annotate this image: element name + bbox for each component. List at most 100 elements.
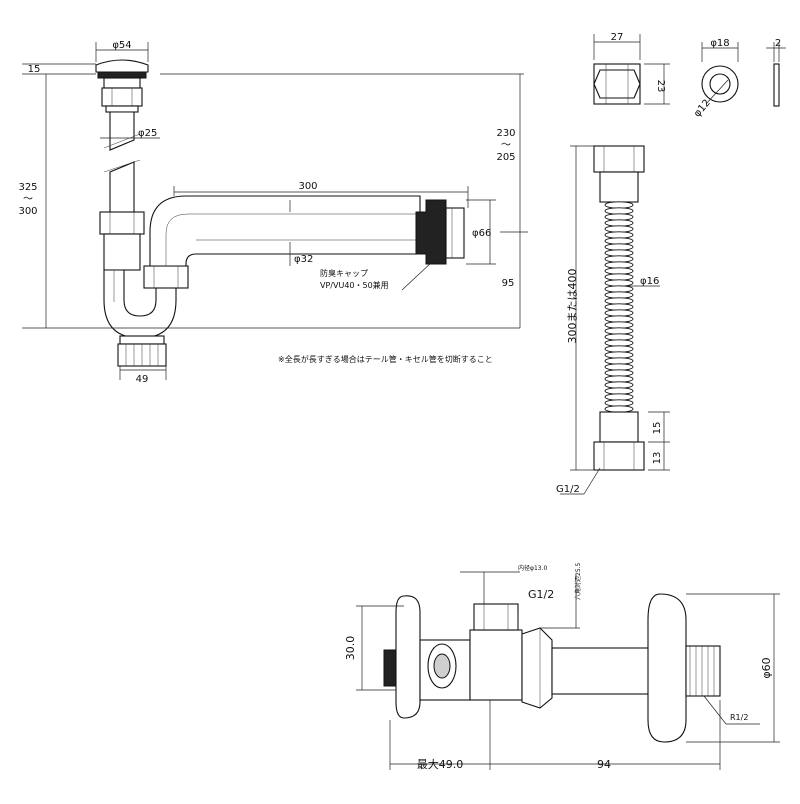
- hose-rib: [604, 267, 634, 275]
- hose-rib: [604, 255, 634, 263]
- hose-rib: [604, 375, 634, 383]
- valve-length: 94: [597, 758, 611, 771]
- dim-outlet-height: 95: [502, 278, 515, 289]
- elbow-pipe: [149, 195, 421, 267]
- hose-thread: G1/2: [556, 484, 580, 495]
- flange-gasket: [97, 71, 147, 79]
- cap-label-line2: VP/VU40・50兼用: [320, 280, 389, 290]
- valve-hex-size: 六角対辺25.5: [574, 562, 582, 600]
- p-trap-assembly: [95, 59, 465, 367]
- dim-height-bottom: 300: [18, 206, 37, 217]
- valve-knob: [383, 649, 397, 687]
- hose-rib: [604, 393, 634, 401]
- hose-dia: φ16: [640, 276, 659, 287]
- hose-rib: [604, 381, 634, 389]
- tail-pipe-upper: [109, 111, 135, 151]
- dim-flange-dia: φ54: [112, 40, 131, 51]
- valve-body-center: [469, 629, 523, 701]
- dim-bottom-width: 49: [136, 374, 149, 385]
- hose-rib: [604, 291, 634, 299]
- hose-rib: [604, 363, 634, 371]
- cutting-note: ※全長が長すぎる場合はテール管・キセル管を切断すること: [278, 354, 493, 364]
- hose-rib: [604, 399, 634, 407]
- hose-rib: [604, 303, 634, 311]
- washer-side: [773, 63, 780, 107]
- hose-rib: [604, 345, 634, 353]
- valve-left-plate: [395, 595, 421, 719]
- flange-cap: [95, 59, 149, 73]
- hose-rib: [604, 249, 634, 257]
- washer-inner: [709, 73, 731, 95]
- washer-inner-dia: φ12: [692, 98, 713, 120]
- trap-body: [103, 233, 141, 271]
- valve-height: 30.0: [344, 636, 357, 661]
- flange-nut: [101, 87, 143, 107]
- hose-rib: [604, 261, 634, 269]
- hose-rib: [604, 333, 634, 341]
- nut-width: 27: [611, 32, 624, 43]
- valve-max-length: 最大49.0: [417, 757, 464, 771]
- cleanout-ring: [119, 335, 165, 345]
- hose-rib: [604, 219, 634, 227]
- dim-flange-height: 15: [28, 64, 41, 75]
- valve-inner-dia: 内径φ13.0: [518, 564, 548, 572]
- hose-rib: [604, 285, 634, 293]
- dim-height-top: 325: [18, 182, 37, 193]
- dim-wall-dia: φ66: [472, 228, 491, 239]
- washer-thickness: 2: [775, 38, 781, 49]
- dim-pipe-dia: φ32: [294, 254, 313, 265]
- wall-valve: [383, 593, 721, 743]
- dim-horizontal-length: 300: [298, 181, 317, 192]
- tail-pipe-lower: [109, 161, 135, 213]
- hose-nut-top: [593, 145, 645, 173]
- valve-thread-end: [685, 645, 721, 697]
- elbow-nut: [143, 265, 189, 289]
- hose-rib: [604, 225, 634, 233]
- hex-nut: 27 23: [593, 32, 670, 105]
- hose-length: 300または400: [566, 269, 579, 344]
- hose-rib: [604, 273, 634, 281]
- valve-plate-dia: φ60: [760, 657, 773, 678]
- hose-rib: [604, 231, 634, 239]
- trap-nut-upper: [99, 211, 145, 235]
- hose-collar-top: [599, 171, 639, 203]
- valve-top-fitting: [473, 603, 519, 631]
- hose-rib: [604, 405, 634, 413]
- hose-collar-bottom: [599, 411, 639, 443]
- hose-rib: [604, 297, 634, 305]
- hose-rib: [604, 309, 634, 317]
- valve-hex: [521, 627, 553, 709]
- valve-end-thread: R1/2: [730, 713, 748, 722]
- flange-body: [103, 77, 141, 89]
- hose-corrugation: [604, 201, 634, 413]
- hose-rib: [604, 279, 634, 287]
- hose-rib: [604, 315, 634, 323]
- dim-drop-bottom: 205: [496, 152, 515, 163]
- dim-drop-top: 230: [496, 128, 515, 139]
- valve-top-thread: G1/2: [528, 588, 554, 601]
- hose-rib: [604, 243, 634, 251]
- washer: φ18 φ12 2: [692, 38, 786, 119]
- hose-nut-h1: 15: [652, 422, 663, 435]
- hose-rib: [604, 321, 634, 329]
- hose-rib: [604, 207, 634, 215]
- valve-handle-core: [433, 653, 451, 679]
- hose-nut-bottom: [593, 441, 645, 471]
- valve-dimensions: 内径φ13.0 G1/2 六角対辺25.5 30.0 最大49.0 94 φ60…: [344, 562, 780, 771]
- hose-rib: [604, 357, 634, 365]
- dim-tail-dia: φ25: [138, 128, 157, 139]
- odor-cap: [415, 199, 447, 265]
- hose-rib: [604, 327, 634, 335]
- washer-outer-dia: φ18: [710, 38, 729, 49]
- hose-rib: [604, 387, 634, 395]
- cap-label-line1: 防臭キャップ: [320, 268, 368, 278]
- hose-rib: [604, 213, 634, 221]
- hose-rib: [604, 237, 634, 245]
- dim-height-sep: 〜: [23, 194, 33, 205]
- flange-washer: [105, 105, 139, 113]
- flex-hose: 300または400 φ16 15 13 G1/2: [556, 145, 670, 495]
- hose-rib: [604, 369, 634, 377]
- hose-rib: [604, 339, 634, 347]
